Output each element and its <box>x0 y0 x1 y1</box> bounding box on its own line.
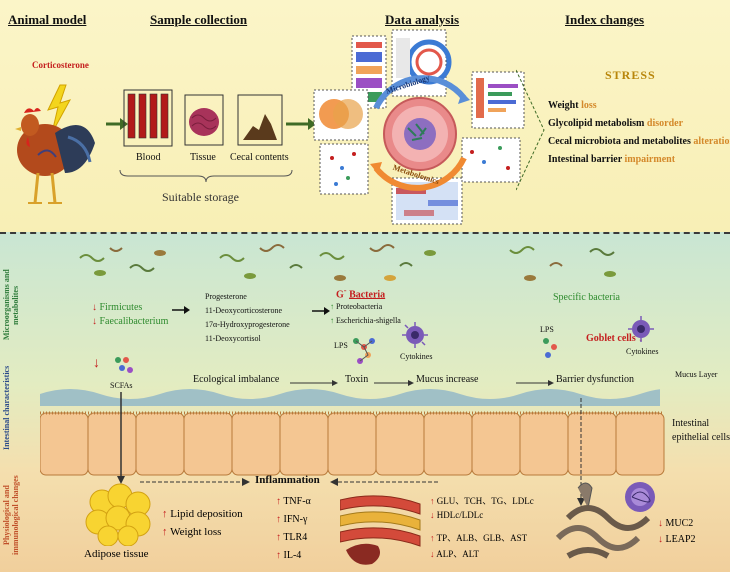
cytokine-ifn: ↑ IFN-γ <box>276 514 308 525</box>
steroid-deoxycorticosterone: 11-Deoxycorticosterone <box>205 306 283 315</box>
epithelial-cells-row <box>40 411 665 476</box>
storage-label: Suitable storage <box>162 190 239 204</box>
side-label-intestinal: Intestinal characteristics <box>2 365 11 451</box>
lipid-deposition-row: ↑ Lipid deposition <box>162 508 243 520</box>
cytokine-il4: ↑ IL-4 <box>276 550 302 561</box>
index-barrier: Intestinal barrier impairment <box>548 154 676 165</box>
title-animal-model: Animal model <box>8 12 87 27</box>
blood-vessel-liver-illustration <box>340 495 421 565</box>
escherichia-row: ↑ Escherichia-shigella <box>330 316 401 325</box>
epithelial-label-2: epithelial cells <box>672 432 730 443</box>
arrow-micro-1 <box>172 306 190 314</box>
blood-down-1: ↑ TP、ALB、GLB、AST <box>430 533 528 543</box>
cytokine-cell-icon-1 <box>402 322 428 348</box>
firmicutes-row: ↓ Firmicutes <box>92 302 143 313</box>
barrier-dysfunction-label: Barrier dysfunction <box>556 374 635 385</box>
blood-down-2: ↓ ALP、ALT <box>430 549 479 559</box>
corticosterone-label: Corticosterone <box>32 60 89 70</box>
index-weight: Weight loss <box>548 100 597 111</box>
muc2-row: ↓ MUC2 <box>658 518 694 529</box>
title-index-changes: Index changes <box>565 12 645 27</box>
index-glycolipid: Glycolipid metabolism disorder <box>548 118 684 129</box>
steroid-progesterone: Progesterone <box>205 292 247 301</box>
weight-loss-row: ↑ Weight loss <box>162 526 222 538</box>
lps-molecule-2 <box>543 338 557 358</box>
stress-label: STRESS <box>605 68 656 82</box>
steroid-hydroxyprogesterone: 17α-Hydroxyprogesterone <box>205 320 290 329</box>
arrow-to-analysis <box>286 118 316 130</box>
scfas-molecule <box>115 357 133 373</box>
mucus-layer-band <box>40 389 660 406</box>
title-sample-collection: Sample collection <box>150 12 248 27</box>
mucus-increase-label: Mucus increase <box>416 374 479 385</box>
proteobacteria-row: ↑ Proteobacteria <box>330 302 383 311</box>
section-divider <box>0 232 730 234</box>
lps-label-2: LPS <box>540 325 554 334</box>
tissue-icon <box>184 94 224 146</box>
side-label-micro: Microorganisms and metabolites <box>2 269 20 341</box>
cytokines-label-2: Cytokines <box>626 347 659 356</box>
arrow-scfas-to-adipose <box>117 392 125 484</box>
goblet-cell-icon <box>625 482 655 512</box>
cytokine-tnf: ↑ TNF-α <box>276 496 311 507</box>
storage-brace <box>119 169 293 182</box>
arrow-barrier-to-intestine <box>577 398 585 506</box>
sample-tissue-label: Tissue <box>190 152 216 163</box>
mucus-layer-label: Mucus Layer <box>675 370 718 379</box>
specific-bacteria-label: Specific bacteria <box>553 292 620 303</box>
blood-up-2: ↓ HDLc/LDLc <box>430 510 484 520</box>
index-connector <box>516 69 545 191</box>
scfas-down-arrow: ↓ <box>93 356 100 371</box>
inflammation-label: Inflammation <box>255 474 320 486</box>
intestine-illustration <box>555 482 651 559</box>
sample-cecal-label: Cecal contents <box>230 152 289 163</box>
lps-label-1: LPS <box>334 341 348 350</box>
arrow-to-inflammation-right <box>330 478 440 486</box>
blood-up-1: ↑ GLU、TCH、TG、LDLc <box>430 496 534 506</box>
cytokine-cell-icon-2 <box>628 316 654 342</box>
faecalibacterium-row: ↓ Faecalibacterium <box>92 316 169 327</box>
lps-molecule-1 <box>353 338 375 364</box>
steroid-deoxycortisol: 11-Deoxycortisol <box>205 334 261 343</box>
epithelial-label-1: Intestinal <box>672 418 710 429</box>
toxin-label: Toxin <box>345 374 369 385</box>
sample-blood-label: Blood <box>136 152 161 163</box>
scfas-label: SCFAs <box>110 381 133 390</box>
leap2-row: ↓ LEAP2 <box>658 534 696 545</box>
gneg-bacteria-label: G- Bacteria <box>336 286 386 301</box>
side-label-physio: Physiological and immunological changes <box>2 475 20 555</box>
microbes-illustration <box>79 244 616 281</box>
arrow-to-inflammation-left <box>140 478 250 486</box>
arrow-micro-2 <box>312 307 330 315</box>
cytokine-tlr4: ↑ TLR4 <box>276 532 308 543</box>
cecal-contents-icon <box>237 94 283 146</box>
cytokines-label-1: Cytokines <box>400 352 433 361</box>
title-data-analysis: Data analysis <box>385 12 460 27</box>
adipose-label: Adipose tissue <box>84 548 149 560</box>
rooster-illustration <box>15 84 95 204</box>
blood-tubes-icon <box>123 89 173 147</box>
pathway-arrows <box>290 380 554 386</box>
data-analysis-panel <box>313 29 525 225</box>
ecological-imbalance-label: Ecological imbalance <box>193 374 280 385</box>
adipose-tissue-illustration <box>85 483 151 546</box>
index-cecal: Cecal microbiota and metabolites alterat… <box>548 136 730 147</box>
